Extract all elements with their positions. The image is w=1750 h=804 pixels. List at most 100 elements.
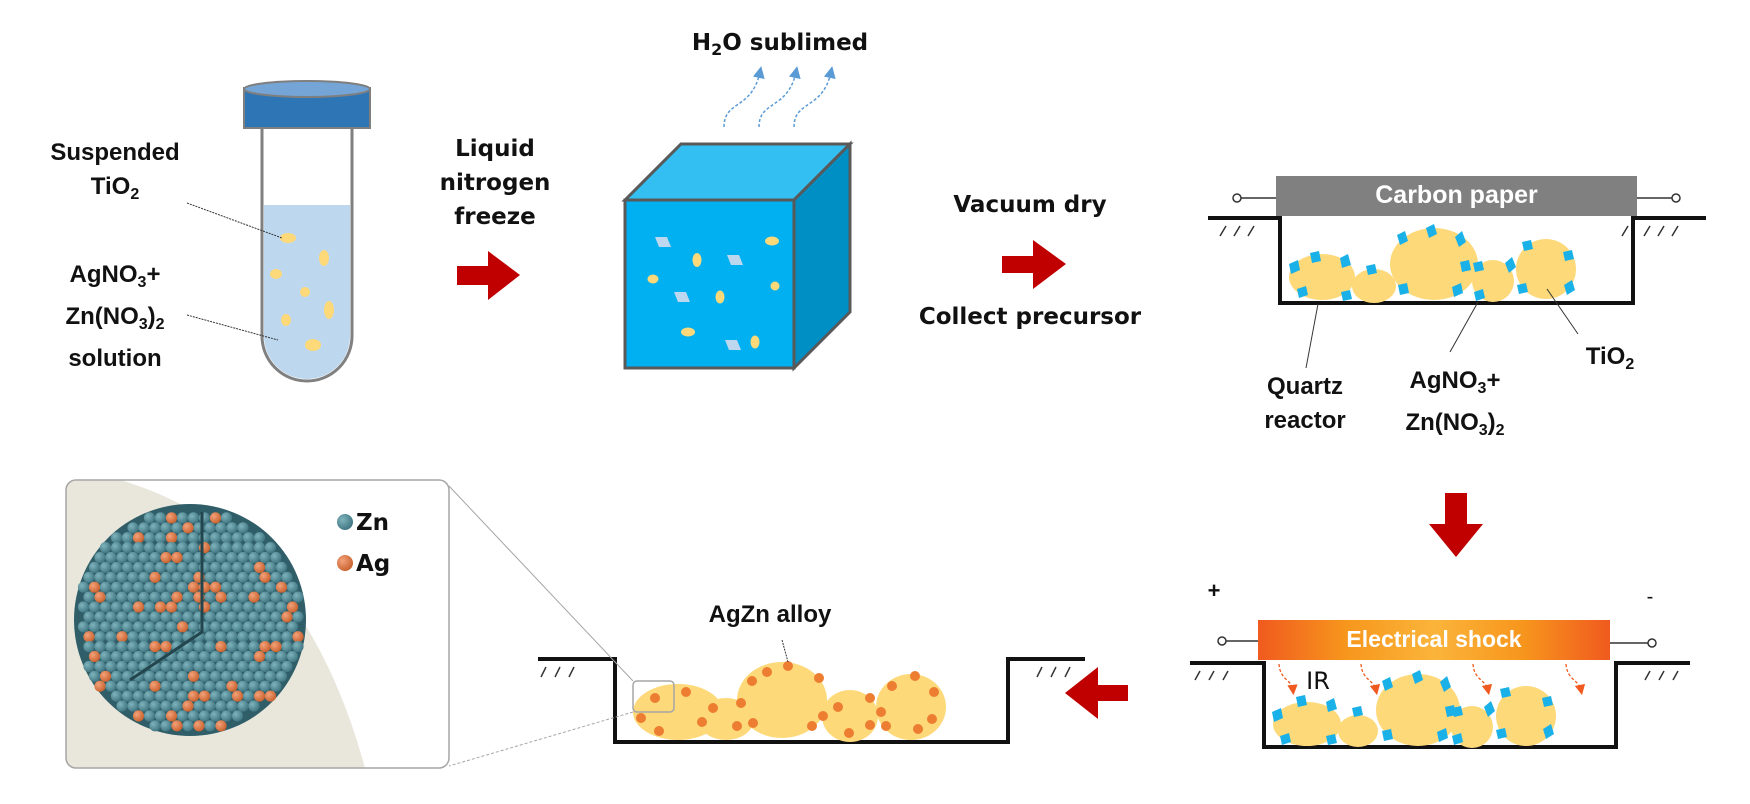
zn-atom: [237, 700, 249, 712]
zn-atom: [143, 650, 156, 663]
zn-atom: [237, 631, 249, 643]
zn-atom: [231, 532, 244, 544]
negative-terminal-sign: -: [1646, 586, 1654, 608]
zn-atom: [110, 561, 123, 574]
formula-text: AgNO: [1409, 367, 1478, 394]
zn-atom: [259, 680, 271, 692]
zn-atom: [259, 611, 271, 623]
ag-atom: [116, 631, 128, 643]
ag-atom: [182, 700, 194, 712]
zn-atom: [127, 522, 139, 534]
zn-atom: [94, 631, 106, 643]
subscript: 3: [138, 316, 148, 333]
ag-atom: [248, 591, 260, 603]
ag-atom: [259, 641, 271, 653]
zn-atom: [237, 522, 249, 534]
process-arrow-right: [1002, 240, 1066, 289]
zn-atom: [198, 650, 211, 663]
ag-atom: [187, 690, 200, 702]
ag-atom: [187, 581, 200, 593]
zn-atom: [132, 650, 145, 663]
zn-atom: [105, 660, 117, 673]
zn-atom: [132, 621, 145, 633]
zn-atom: [242, 690, 255, 702]
zn-atom: [143, 512, 156, 524]
zn-atom: [127, 680, 139, 692]
ag-atom: [165, 601, 178, 613]
subscript: 3: [137, 274, 147, 291]
zn-atom: [154, 512, 167, 524]
zn-atom: [220, 532, 233, 544]
zn-atom: [209, 670, 222, 682]
subscript: 2: [1495, 422, 1505, 439]
zn-atom: [226, 571, 238, 583]
zn-atom: [220, 581, 233, 593]
zn-atom: [253, 581, 266, 593]
zn-atom: [83, 571, 95, 583]
zn-atom: [182, 591, 194, 603]
formula-text: O sublimed: [722, 30, 869, 56]
ag-atom: [132, 601, 145, 613]
ag-atom: [253, 690, 266, 702]
formula-text: ): [1487, 409, 1496, 436]
zn-atom: [116, 571, 128, 583]
formula-text: TiO: [90, 173, 131, 200]
zn-atom: [253, 670, 266, 682]
label-line: nitrogen: [439, 170, 551, 196]
zn-atom: [182, 660, 194, 673]
zn-atom: [209, 561, 222, 574]
formula-text: AgNO: [69, 261, 138, 288]
zn-atom: [204, 660, 216, 673]
ag-atom: [264, 690, 277, 702]
zn-atom: [220, 601, 233, 613]
zn-atom: [187, 512, 200, 524]
zn-atom: [215, 660, 227, 673]
zn-atom: [215, 551, 227, 564]
zn-atom: [143, 561, 156, 574]
zn-atom: [231, 542, 244, 554]
zn-atom: [281, 660, 293, 673]
zn-atom: [226, 522, 238, 534]
zn-atom: [121, 542, 134, 554]
zn-atom: [204, 720, 216, 732]
zn-atom: [138, 571, 150, 583]
zn-atom: [281, 571, 293, 583]
ag-atom: [88, 650, 101, 663]
zn-atom: [94, 660, 106, 673]
zn-atom: [121, 601, 134, 613]
zn-atom: [281, 641, 293, 653]
zn-atom: [121, 581, 134, 593]
reactor-alloy: [448, 485, 1085, 767]
ag-atom: [83, 631, 95, 643]
zn-atom: [193, 641, 205, 653]
vapor-arrows: [723, 66, 836, 128]
zn-atom: [127, 660, 139, 673]
zn-atom: [127, 700, 139, 712]
zn-atom: [165, 581, 178, 593]
zn-atom: [204, 522, 216, 534]
legend-zn: Zn: [356, 510, 390, 536]
zn-atom: [220, 650, 233, 663]
zn-atom: [220, 542, 233, 554]
positive-terminal-sign: +: [1207, 578, 1221, 603]
zn-atom: [105, 680, 117, 692]
label-line: reactor: [1264, 407, 1346, 434]
zn-atom: [176, 670, 189, 682]
h2o-sublimed-label: H2O sublimed: [680, 26, 880, 67]
process-arrow-left: [1065, 667, 1128, 719]
zn-atom: [127, 641, 139, 653]
zn-atom: [259, 660, 271, 673]
zn-atom: [154, 670, 167, 682]
zn-atom: [99, 542, 112, 554]
quartz-reactor-label: Quartz reactor: [1240, 370, 1370, 438]
ag-atom: [209, 581, 222, 593]
formula-text: Zn(NO: [65, 303, 139, 330]
zn-atom: [165, 690, 178, 702]
zn-atom: [237, 551, 249, 564]
leader-line: [186, 202, 283, 239]
liquid-nitrogen-label: Liquid nitrogen freeze: [430, 132, 560, 234]
zn-atom: [270, 680, 282, 692]
zn-atom: [138, 551, 150, 564]
process-arrow-down: [1429, 493, 1483, 557]
